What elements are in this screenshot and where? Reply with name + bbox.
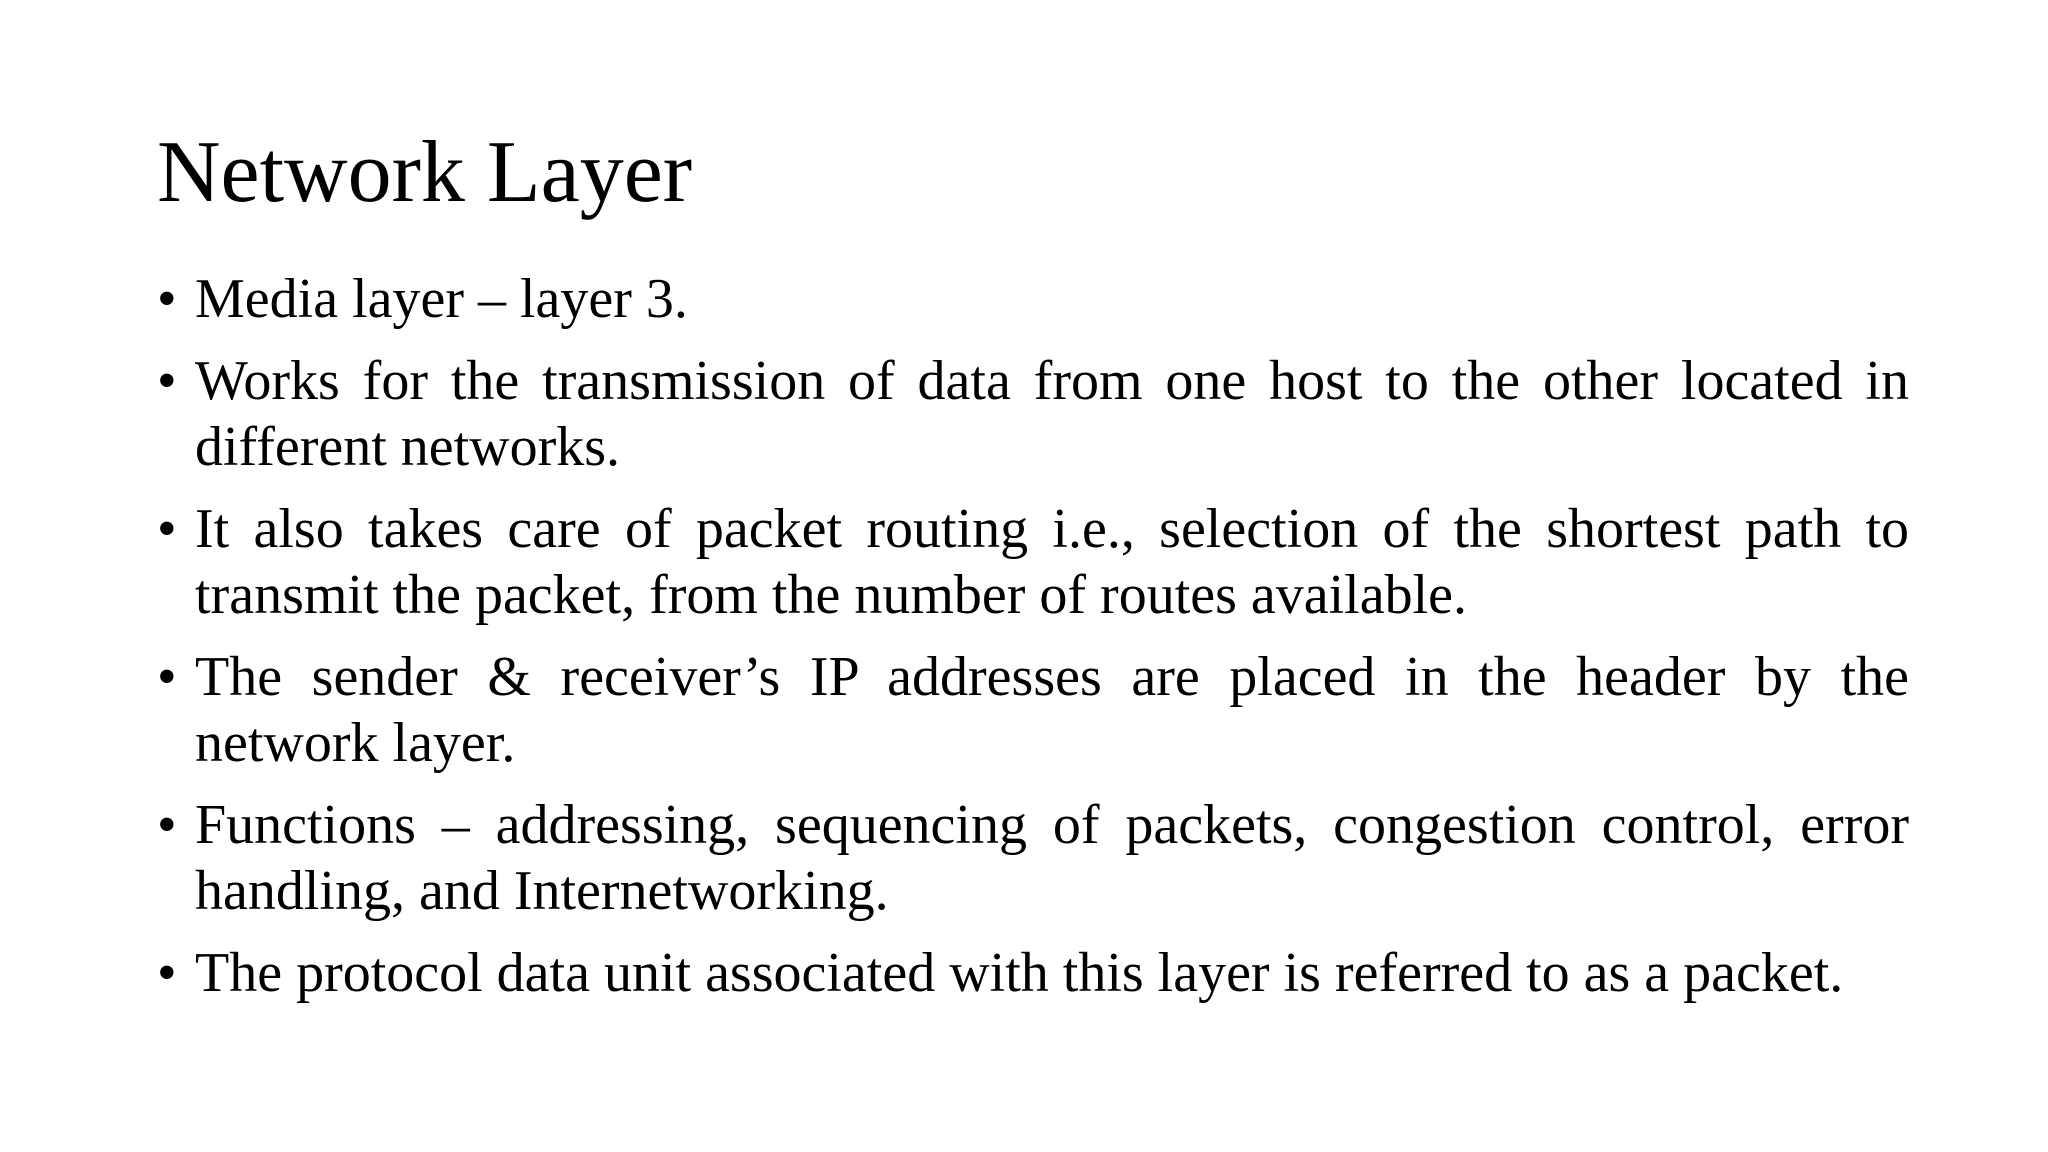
bullet-list: • Media layer – layer 3. • Works for the… (157, 266, 1909, 1022)
bullet-text: It also takes care of packet routing i.e… (195, 498, 1909, 626)
bullet-marker: • (157, 350, 177, 412)
bullet-item: • Media layer – layer 3. (157, 266, 1909, 332)
bullet-item: • The protocol data unit associated with… (157, 940, 1909, 1006)
bullet-marker: • (157, 794, 177, 856)
bullet-marker: • (157, 942, 177, 1004)
bullet-item: • Works for the transmission of data fro… (157, 348, 1909, 480)
bullet-text: The protocol data unit associated with t… (195, 942, 1844, 1004)
bullet-marker: • (157, 646, 177, 708)
bullet-item: • It also takes care of packet routing i… (157, 496, 1909, 628)
bullet-item: • Functions – addressing, sequencing of … (157, 792, 1909, 924)
bullet-text: Media layer – layer 3. (195, 268, 688, 330)
bullet-text: Works for the transmission of data from … (195, 350, 1909, 478)
bullet-text: Functions – addressing, sequencing of pa… (195, 794, 1909, 922)
bullet-marker: • (157, 498, 177, 560)
slide-title: Network Layer (157, 124, 693, 221)
bullet-text: The sender & receiver’s IP addresses are… (195, 646, 1909, 774)
bullet-item: • The sender & receiver’s IP addresses a… (157, 644, 1909, 776)
bullet-marker: • (157, 268, 177, 330)
